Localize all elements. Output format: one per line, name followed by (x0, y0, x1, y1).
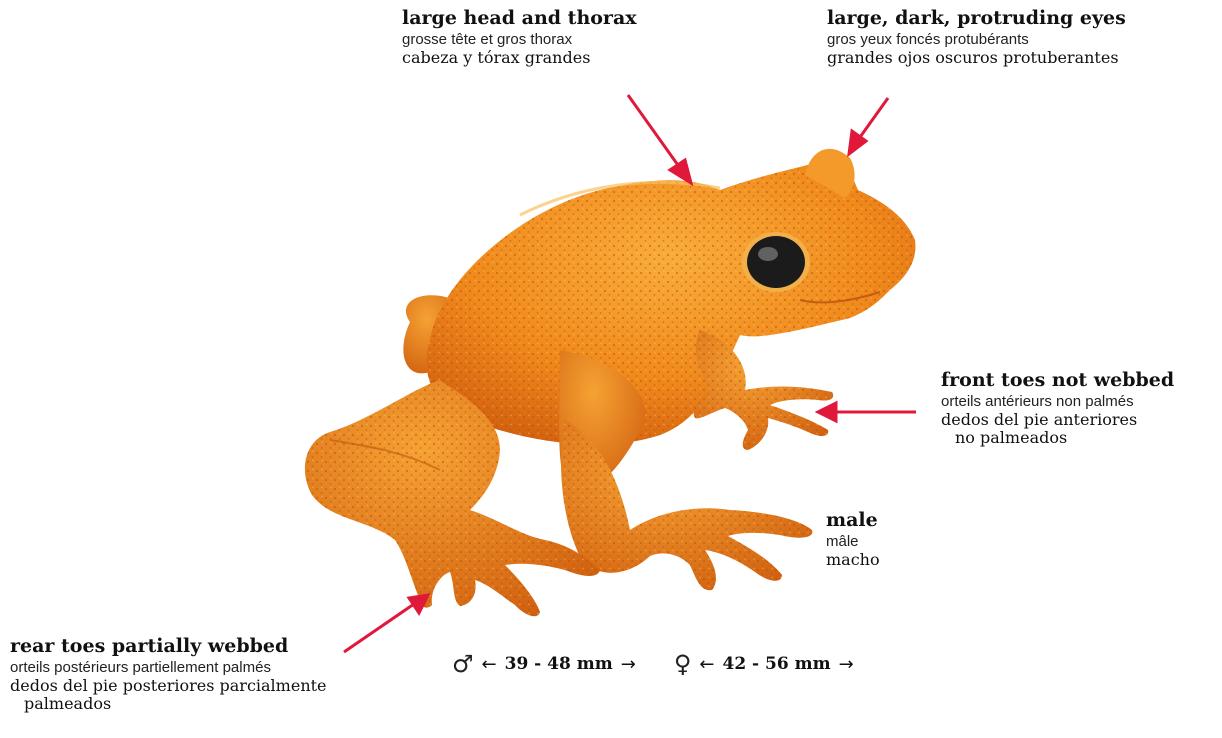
label-rear-toes-es2: palmeados (10, 695, 327, 713)
label-sex: male mâle macho (826, 510, 880, 569)
label-rear-toes-fr: orteils postérieurs partiellement palmés (10, 660, 327, 677)
label-eyes-en: large, dark, protruding eyes (827, 8, 1126, 29)
size-range-row: ♂ ← 39 - 48 mm → ♀ ← 42 - 56 mm → (452, 650, 854, 678)
arrow-right-icon: → (621, 654, 636, 675)
label-head-thorax: large head and thorax grosse tête et gro… (402, 8, 637, 67)
label-sex-es: macho (826, 551, 880, 569)
female-size-range: 42 - 56 mm (722, 654, 830, 674)
label-head-thorax-en: large head and thorax (402, 8, 637, 29)
label-sex-en: male (826, 510, 880, 531)
label-front-toes-fr: orteils antérieurs non palmés (941, 394, 1174, 411)
label-eyes-fr: gros yeux foncés protubérants (827, 32, 1126, 49)
arrow-right-icon: → (839, 654, 854, 675)
label-front-toes-en: front toes not webbed (941, 370, 1174, 391)
label-rear-toes-en: rear toes partially webbed (10, 636, 327, 657)
label-front-toes-es2: no palmeados (941, 429, 1174, 447)
label-eyes: large, dark, protruding eyes gros yeux f… (827, 8, 1126, 67)
label-rear-toes: rear toes partially webbed orteils posté… (10, 636, 327, 713)
arrow-rear-toes (344, 604, 414, 652)
label-sex-fr: mâle (826, 534, 880, 551)
label-rear-toes-es: dedos del pie posteriores parcialmente (10, 677, 327, 695)
arrow-left-icon: ← (699, 654, 714, 675)
arrow-left-icon: ← (482, 654, 497, 675)
female-symbol-icon: ♀ (674, 650, 692, 678)
label-front-toes: front toes not webbed orteils antérieurs… (941, 370, 1174, 447)
arrow-eyes (858, 98, 888, 140)
label-eyes-es: grandes ojos oscuros protuberantes (827, 49, 1126, 67)
male-symbol-icon: ♂ (452, 650, 474, 678)
label-front-toes-es: dedos del pie anteriores (941, 411, 1174, 429)
arrow-head-thorax (628, 95, 680, 168)
label-head-thorax-fr: grosse tête et gros thorax (402, 32, 637, 49)
male-size-range: 39 - 48 mm (505, 654, 613, 674)
label-head-thorax-es: cabeza y tórax grandes (402, 49, 637, 67)
